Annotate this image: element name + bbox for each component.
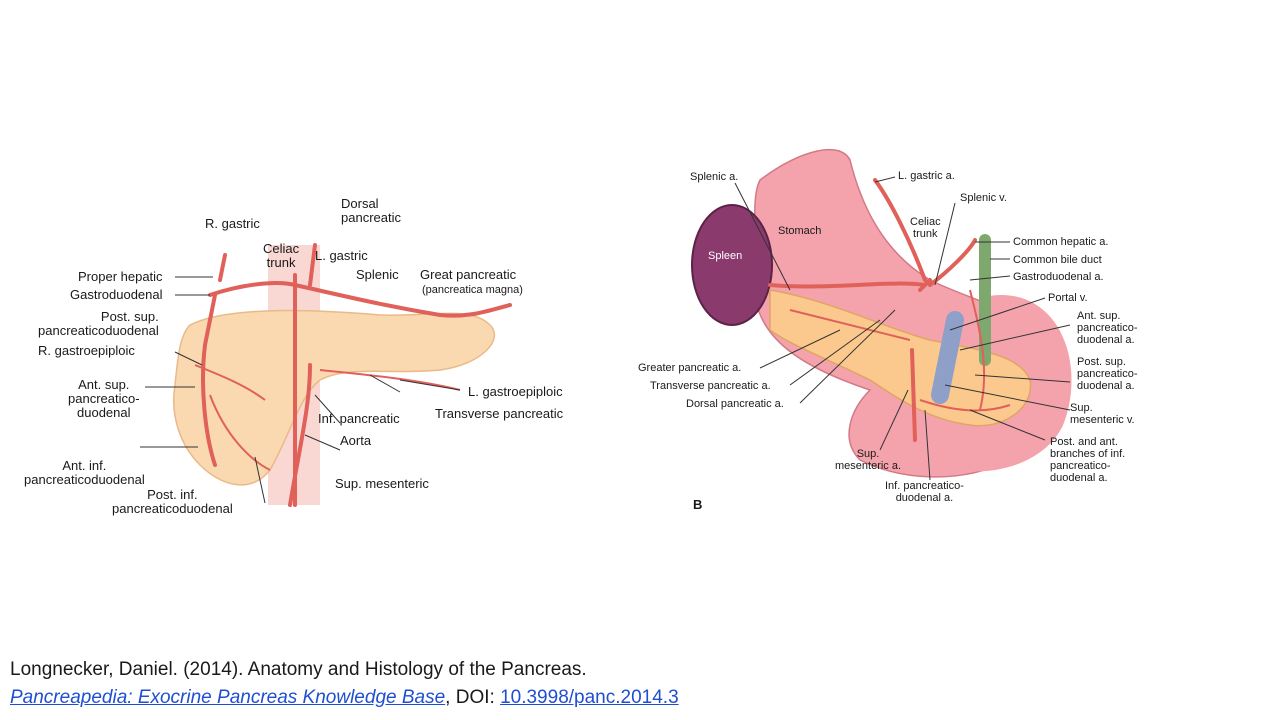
transverse-pancreatic-branch bbox=[319, 369, 461, 391]
label-r-gastric: R. gastric bbox=[205, 216, 260, 231]
doi-link[interactable]: 10.3998/panc.2014.3 bbox=[500, 687, 679, 708]
label-aorta: Aorta bbox=[340, 433, 372, 448]
label-celiac-trunk: Celiac trunk bbox=[263, 241, 300, 270]
label-r-gastroepiploic: R. gastroepiploic bbox=[38, 343, 135, 358]
label-portal-v: Portal v. bbox=[1048, 292, 1088, 304]
label-post-sup-pancreaticoduodenal-a: Post. sup. pancreatico- duodenal a. bbox=[1077, 356, 1138, 392]
label-dorsal-pancreatic-a: Dorsal pancreatic a. bbox=[686, 398, 784, 410]
label-sup-mesenteric-a: Sup. mesenteric a. bbox=[835, 448, 902, 472]
pancreas-anatomy-figure-b: Splenic a. L. gastric a. Splenic v. Stom… bbox=[630, 140, 1160, 525]
figure-letter-b: B bbox=[693, 497, 703, 512]
label-post-ant-branches: Post. and ant. branches of inf. pancreat… bbox=[1050, 436, 1126, 484]
pancreas-shape-b bbox=[769, 289, 1032, 427]
label-sup-mesenteric: Sup. mesenteric bbox=[335, 476, 429, 491]
label-sup-mesenteric-v: Sup. mesenteric v. bbox=[1070, 402, 1135, 426]
portal-vein-shape bbox=[931, 311, 964, 404]
spleen-shape bbox=[691, 204, 773, 326]
pancreas-arterial-supply-diagram: R. gastric Dorsal pancreatic Celiac trun… bbox=[20, 185, 620, 535]
label-stomach: Stomach bbox=[778, 225, 822, 237]
label-post-inf-pancreaticoduodenal: Post. inf. pancreaticoduodenal bbox=[112, 487, 233, 516]
label-inf-pancreaticoduodenal-a: Inf. pancreatico- duodenal a. bbox=[885, 480, 964, 504]
label-inf-pancreatic: Inf. pancreatic bbox=[318, 411, 400, 426]
left-diagram-drawing bbox=[140, 243, 512, 507]
label-pancreatica-magna: (pancreatica magna) bbox=[422, 284, 523, 296]
splenic-a-vessel bbox=[768, 281, 927, 289]
label-dorsal-pancreatic: Dorsal pancreatic bbox=[341, 196, 401, 225]
sup-mesenteric-artery bbox=[288, 363, 312, 507]
label-ant-sup-pancreaticoduodenal: Ant. sup. pancreatico- duodenal bbox=[68, 377, 140, 420]
label-great-pancreatic: Great pancreatic bbox=[420, 267, 517, 282]
label-greater-pancreatic-a: Greater pancreatic a. bbox=[638, 362, 742, 374]
small-arteries-group bbox=[194, 364, 461, 471]
right-diagram-drawing bbox=[691, 148, 1072, 481]
label-celiac-trunk-b: Celiac trunk bbox=[910, 216, 941, 240]
small-arteries-group-b bbox=[789, 289, 1011, 412]
label-common-bile-duct: Common bile duct bbox=[1013, 254, 1102, 266]
leader-lines-b bbox=[734, 176, 1071, 481]
label-ant-inf-pancreaticoduodenal: Ant. inf. pancreaticoduodenal bbox=[24, 458, 145, 487]
sup-pancreaticoduodenal-branch bbox=[194, 364, 266, 401]
label-common-hepatic-a: Common hepatic a. bbox=[1013, 236, 1109, 248]
label-l-gastric-a: L. gastric a. bbox=[898, 170, 955, 182]
arteries-group bbox=[201, 243, 512, 507]
label-gastroduodenal: Gastroduodenal bbox=[70, 287, 163, 302]
citation-caption: Longnecker, Daniel. (2014). Anatomy and … bbox=[10, 656, 679, 712]
pancreas-shape bbox=[173, 309, 496, 486]
sup-mesenteric-a-vessel bbox=[910, 348, 917, 442]
l-gastric-a-vessel bbox=[873, 178, 927, 282]
citation-line-1: Longnecker, Daniel. (2014). Anatomy and … bbox=[10, 659, 587, 680]
label-l-gastroepiploic: L. gastroepiploic bbox=[468, 384, 563, 399]
label-splenic: Splenic bbox=[356, 267, 399, 282]
doi-prefix: , DOI: bbox=[445, 687, 501, 708]
label-gastroduodenal-a: Gastroduodenal a. bbox=[1013, 271, 1104, 283]
r-gastric-artery bbox=[218, 253, 227, 282]
label-proper-hepatic: Proper hepatic bbox=[78, 269, 163, 284]
citation-line-2: Pancreapedia: Exocrine Pancreas Knowledg… bbox=[10, 684, 679, 712]
splenic-artery bbox=[293, 283, 512, 318]
label-splenic-a: Splenic a. bbox=[690, 171, 739, 183]
l-gastric-artery bbox=[308, 243, 317, 287]
label-splenic-v: Splenic v. bbox=[960, 192, 1007, 204]
pancreapedia-link[interactable]: Pancreapedia: Exocrine Pancreas Knowledg… bbox=[10, 687, 446, 708]
label-post-sup-pancreaticoduodenal: Post. sup. pancreaticoduodenal bbox=[38, 309, 159, 338]
inf-pancreaticoduodenal-branch bbox=[209, 394, 271, 471]
label-l-gastric: L. gastric bbox=[315, 248, 368, 263]
label-ant-sup-pancreaticoduodenal-a: Ant. sup. pancreatico- duodenal a. bbox=[1077, 310, 1138, 346]
label-transverse-pancreatic-a: Transverse pancreatic a. bbox=[650, 380, 771, 392]
hepatic-artery bbox=[208, 281, 297, 297]
leader-lines bbox=[140, 276, 461, 504]
label-spleen: Spleen bbox=[708, 250, 743, 262]
label-transverse-pancreatic: Transverse pancreatic bbox=[435, 406, 564, 421]
gastroduodenal-artery bbox=[201, 293, 217, 467]
duodenum-shape bbox=[911, 295, 1072, 472]
